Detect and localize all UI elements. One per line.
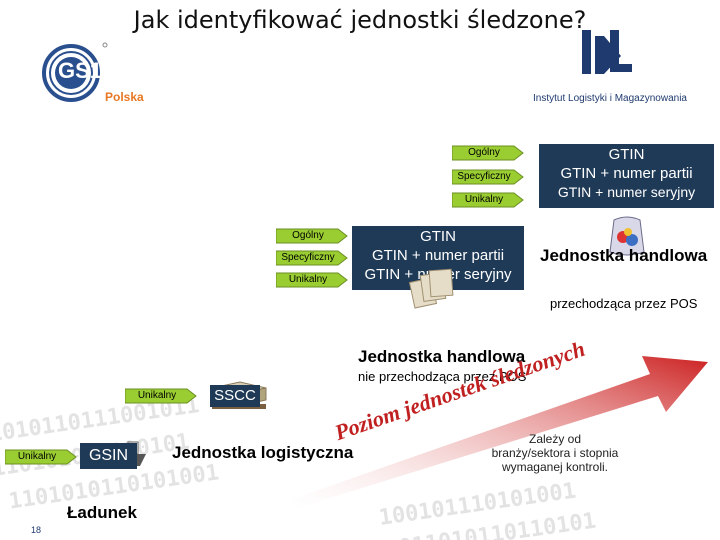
arrow-general-upper: Ogólny (452, 145, 524, 161)
sscc-label-box: SSCC (210, 385, 260, 407)
gs1-logo-mark (42, 42, 108, 102)
trade-unit-pos-title: Jednostka handlowa (540, 246, 708, 265)
ilim-logo-icon (582, 30, 632, 74)
page-number: 18 (31, 525, 42, 535)
gs1-text: GS1 (58, 58, 103, 83)
trade-unit-pos-subtitle: przechodząca przez POS (550, 296, 698, 311)
page-title: Jak identyfikować jednostki śledzone? (133, 6, 587, 34)
arrow-unique-gsin: Unikalny (5, 449, 77, 465)
tracking-level-arrow (290, 356, 708, 508)
gs1-country: Polska (105, 90, 144, 104)
retail-package-icon (609, 216, 645, 256)
trade-unit-nonpos-subtitle: nie przechodząca przez POS (358, 369, 527, 384)
arrow-unique-sscc: Unikalny (125, 388, 197, 404)
logistic-unit-title: Jednostka logistyczna (172, 443, 354, 462)
trade-unit-nonpos-title: Jednostka handlowa (358, 347, 526, 366)
cargo-title: Ładunek (67, 503, 137, 522)
gs1-logo: GS1 Polska (38, 40, 148, 110)
gsin-label-box: GSIN (80, 443, 137, 469)
code-box-upper: GTIN GTIN + numer partii GTIN + numer se… (539, 144, 714, 208)
arrow-specific-upper: Specyficzny (452, 169, 524, 185)
arrow-specific-middle: Specyficzny (276, 250, 348, 266)
ilim-name: Instytut Logistyki i Magazynowania (533, 93, 687, 104)
arrow-unique-upper: Unikalny (452, 192, 524, 208)
carton-boxes-icon (408, 268, 454, 309)
arrow-general-middle: Ogólny (276, 228, 348, 244)
dependency-note: Zależy od branży/sektora i stopnia wymag… (491, 432, 619, 474)
arrow-unique-middle: Unikalny (276, 272, 348, 288)
